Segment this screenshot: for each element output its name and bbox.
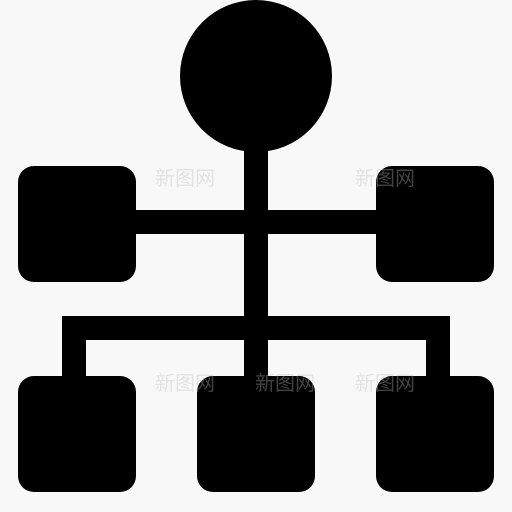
bottom-left-node <box>18 376 136 492</box>
upper-left-node <box>18 166 136 282</box>
watermark-text: 新图网 <box>155 371 215 395</box>
trunk-connector <box>244 140 268 380</box>
lower-horizontal-connector <box>62 316 450 340</box>
upper-right-node <box>376 166 494 282</box>
lower-left-drop <box>62 316 86 380</box>
upper-horizontal-connector <box>128 210 384 234</box>
root-node-circle <box>180 0 332 152</box>
watermark-text: 新图网 <box>355 166 415 190</box>
watermark-text: 新图网 <box>355 371 415 395</box>
lower-right-drop <box>426 316 450 380</box>
bottom-right-node <box>376 376 494 492</box>
bottom-center-node <box>197 376 315 492</box>
watermark-text: 新图网 <box>155 166 215 190</box>
watermark-text: 新图网 <box>255 371 315 395</box>
